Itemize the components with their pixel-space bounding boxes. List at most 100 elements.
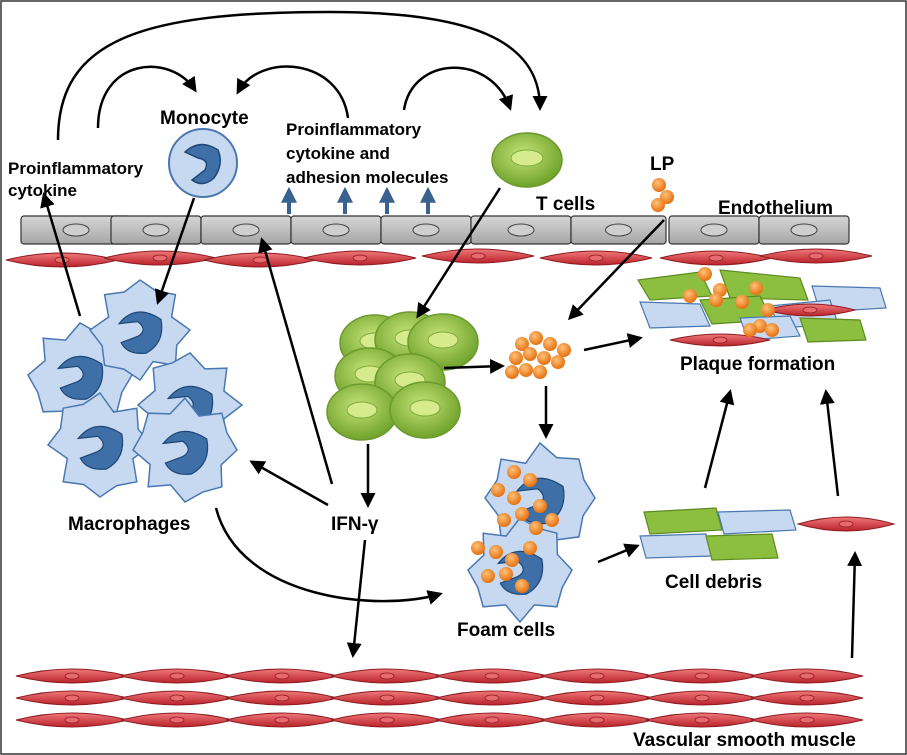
- lipoprotein: [698, 267, 712, 281]
- lipoprotein: [743, 323, 757, 337]
- smooth-muscle-cell: [225, 690, 339, 706]
- smooth-muscle-cell: [759, 248, 873, 264]
- lipoprotein: [471, 541, 485, 555]
- debris-smooth-muscle-cell: [796, 516, 896, 532]
- ifn-gamma-label: IFN-γ: [331, 514, 379, 535]
- plaque-debris-green: [799, 317, 867, 343]
- lipoprotein: [519, 363, 533, 377]
- debris-green: [643, 507, 723, 535]
- macrophage: [46, 391, 154, 498]
- plaque-formation-label: Plaque formation: [680, 354, 835, 375]
- macrophage: [88, 279, 192, 382]
- t-cell: [491, 132, 563, 188]
- proinflammatory-cytokine-label-line2: cytokine: [8, 181, 77, 200]
- foam-cell-cluster: [467, 441, 596, 624]
- monocyte-cell: [168, 128, 238, 198]
- endothelial-cell: [668, 215, 760, 245]
- macrophage: [132, 396, 238, 503]
- lipoprotein: [533, 365, 547, 379]
- lp-label: LP: [650, 154, 675, 175]
- smooth-muscle-cell: [750, 712, 864, 728]
- t-cell: [326, 383, 398, 441]
- endothelium-layer: [20, 215, 850, 245]
- smooth-muscle-cell: [750, 668, 864, 684]
- smooth-muscle-cell: [659, 250, 773, 266]
- endothelial-cell: [200, 215, 292, 245]
- t-cell: [389, 381, 461, 439]
- debris-blue: [639, 533, 713, 559]
- lipoprotein: [489, 545, 503, 559]
- smooth-muscle-cell: [750, 690, 864, 706]
- plaque-smooth-muscle-cell: [669, 333, 771, 347]
- labels: Monocyte Proinflammatory cytokine Proinf…: [8, 108, 856, 751]
- lipoprotein: [505, 365, 519, 379]
- smooth-muscle-cell: [120, 690, 234, 706]
- intima-smooth-muscle-row: [5, 248, 873, 268]
- lipoprotein: [499, 567, 513, 581]
- adhesion-label-line1: Proinflammatory: [286, 120, 422, 139]
- lipoprotein: [543, 337, 557, 351]
- lipoprotein: [509, 351, 523, 365]
- lipoprotein: [709, 293, 723, 307]
- adhesion-label-line2: cytokine and: [286, 144, 390, 163]
- debris-blue: [717, 509, 797, 535]
- endothelium-label: Endothelium: [718, 198, 833, 219]
- endothelial-cell: [380, 215, 472, 245]
- smooth-muscle-cell: [421, 248, 535, 264]
- lipoprotein-cluster: [505, 331, 571, 379]
- lipoprotein: [481, 569, 495, 583]
- lipoprotein: [523, 541, 537, 555]
- lipoprotein: [515, 579, 529, 593]
- lipoprotein: [749, 281, 763, 295]
- lipoprotein: [491, 483, 505, 497]
- smooth-muscle-cell: [540, 712, 654, 728]
- lipoprotein: [507, 491, 521, 505]
- endothelial-cell: [20, 215, 132, 245]
- lipoprotein: [683, 289, 697, 303]
- lipoprotein: [765, 323, 779, 337]
- lipoprotein: [523, 473, 537, 487]
- endothelial-cell: [570, 215, 667, 245]
- cytokine-release-arrows: [281, 186, 436, 214]
- lipoprotein: [533, 499, 547, 513]
- lipoprotein: [515, 337, 529, 351]
- smooth-muscle-cell: [120, 712, 234, 728]
- plaque-debris-blue: [639, 301, 711, 329]
- lipoprotein: [515, 507, 529, 521]
- proinflammatory-cytokine-label-line1: Proinflammatory: [8, 159, 144, 178]
- cell-debris-label: Cell debris: [665, 572, 762, 593]
- pathway-arrows: [40, 10, 863, 659]
- foam-cells-label: Foam cells: [457, 620, 555, 641]
- endothelial-cell: [290, 215, 382, 245]
- t-cells-label: T cells: [536, 194, 595, 215]
- macrophages-label: Macrophages: [68, 514, 190, 535]
- lipoprotein: [545, 513, 559, 527]
- lipoprotein: [505, 553, 519, 567]
- debris-green: [705, 533, 779, 561]
- plaque-cluster: [637, 267, 887, 347]
- t-cell-cluster: [326, 311, 479, 441]
- smooth-muscle-cell: [645, 690, 759, 706]
- foam-cell: [467, 517, 573, 624]
- cell-debris-cluster: [639, 507, 896, 561]
- vascular-smooth-muscle-label: Vascular smooth muscle: [633, 730, 856, 751]
- smooth-muscle-cell: [330, 668, 444, 684]
- endothelial-cell: [470, 215, 572, 245]
- lipoprotein: [507, 465, 521, 479]
- lipoprotein: [523, 347, 537, 361]
- plaque-smooth-muscle-cell: [763, 303, 857, 317]
- smooth-muscle-cell: [15, 690, 129, 706]
- lipoprotein: [529, 331, 543, 345]
- lipoprotein: [537, 351, 551, 365]
- macrophage-cluster: [27, 279, 244, 503]
- lipoprotein: [761, 303, 775, 317]
- lipoprotein-cluster-top: [651, 178, 674, 212]
- vascular-smooth-muscle-layer: [15, 668, 864, 728]
- endothelial-cell: [758, 215, 850, 245]
- lipoprotein: [497, 513, 511, 527]
- lipoprotein: [735, 295, 749, 309]
- monocyte-label: Monocyte: [160, 108, 249, 129]
- adhesion-label-line3: adhesion molecules: [286, 168, 449, 187]
- smooth-muscle-cell: [303, 250, 417, 266]
